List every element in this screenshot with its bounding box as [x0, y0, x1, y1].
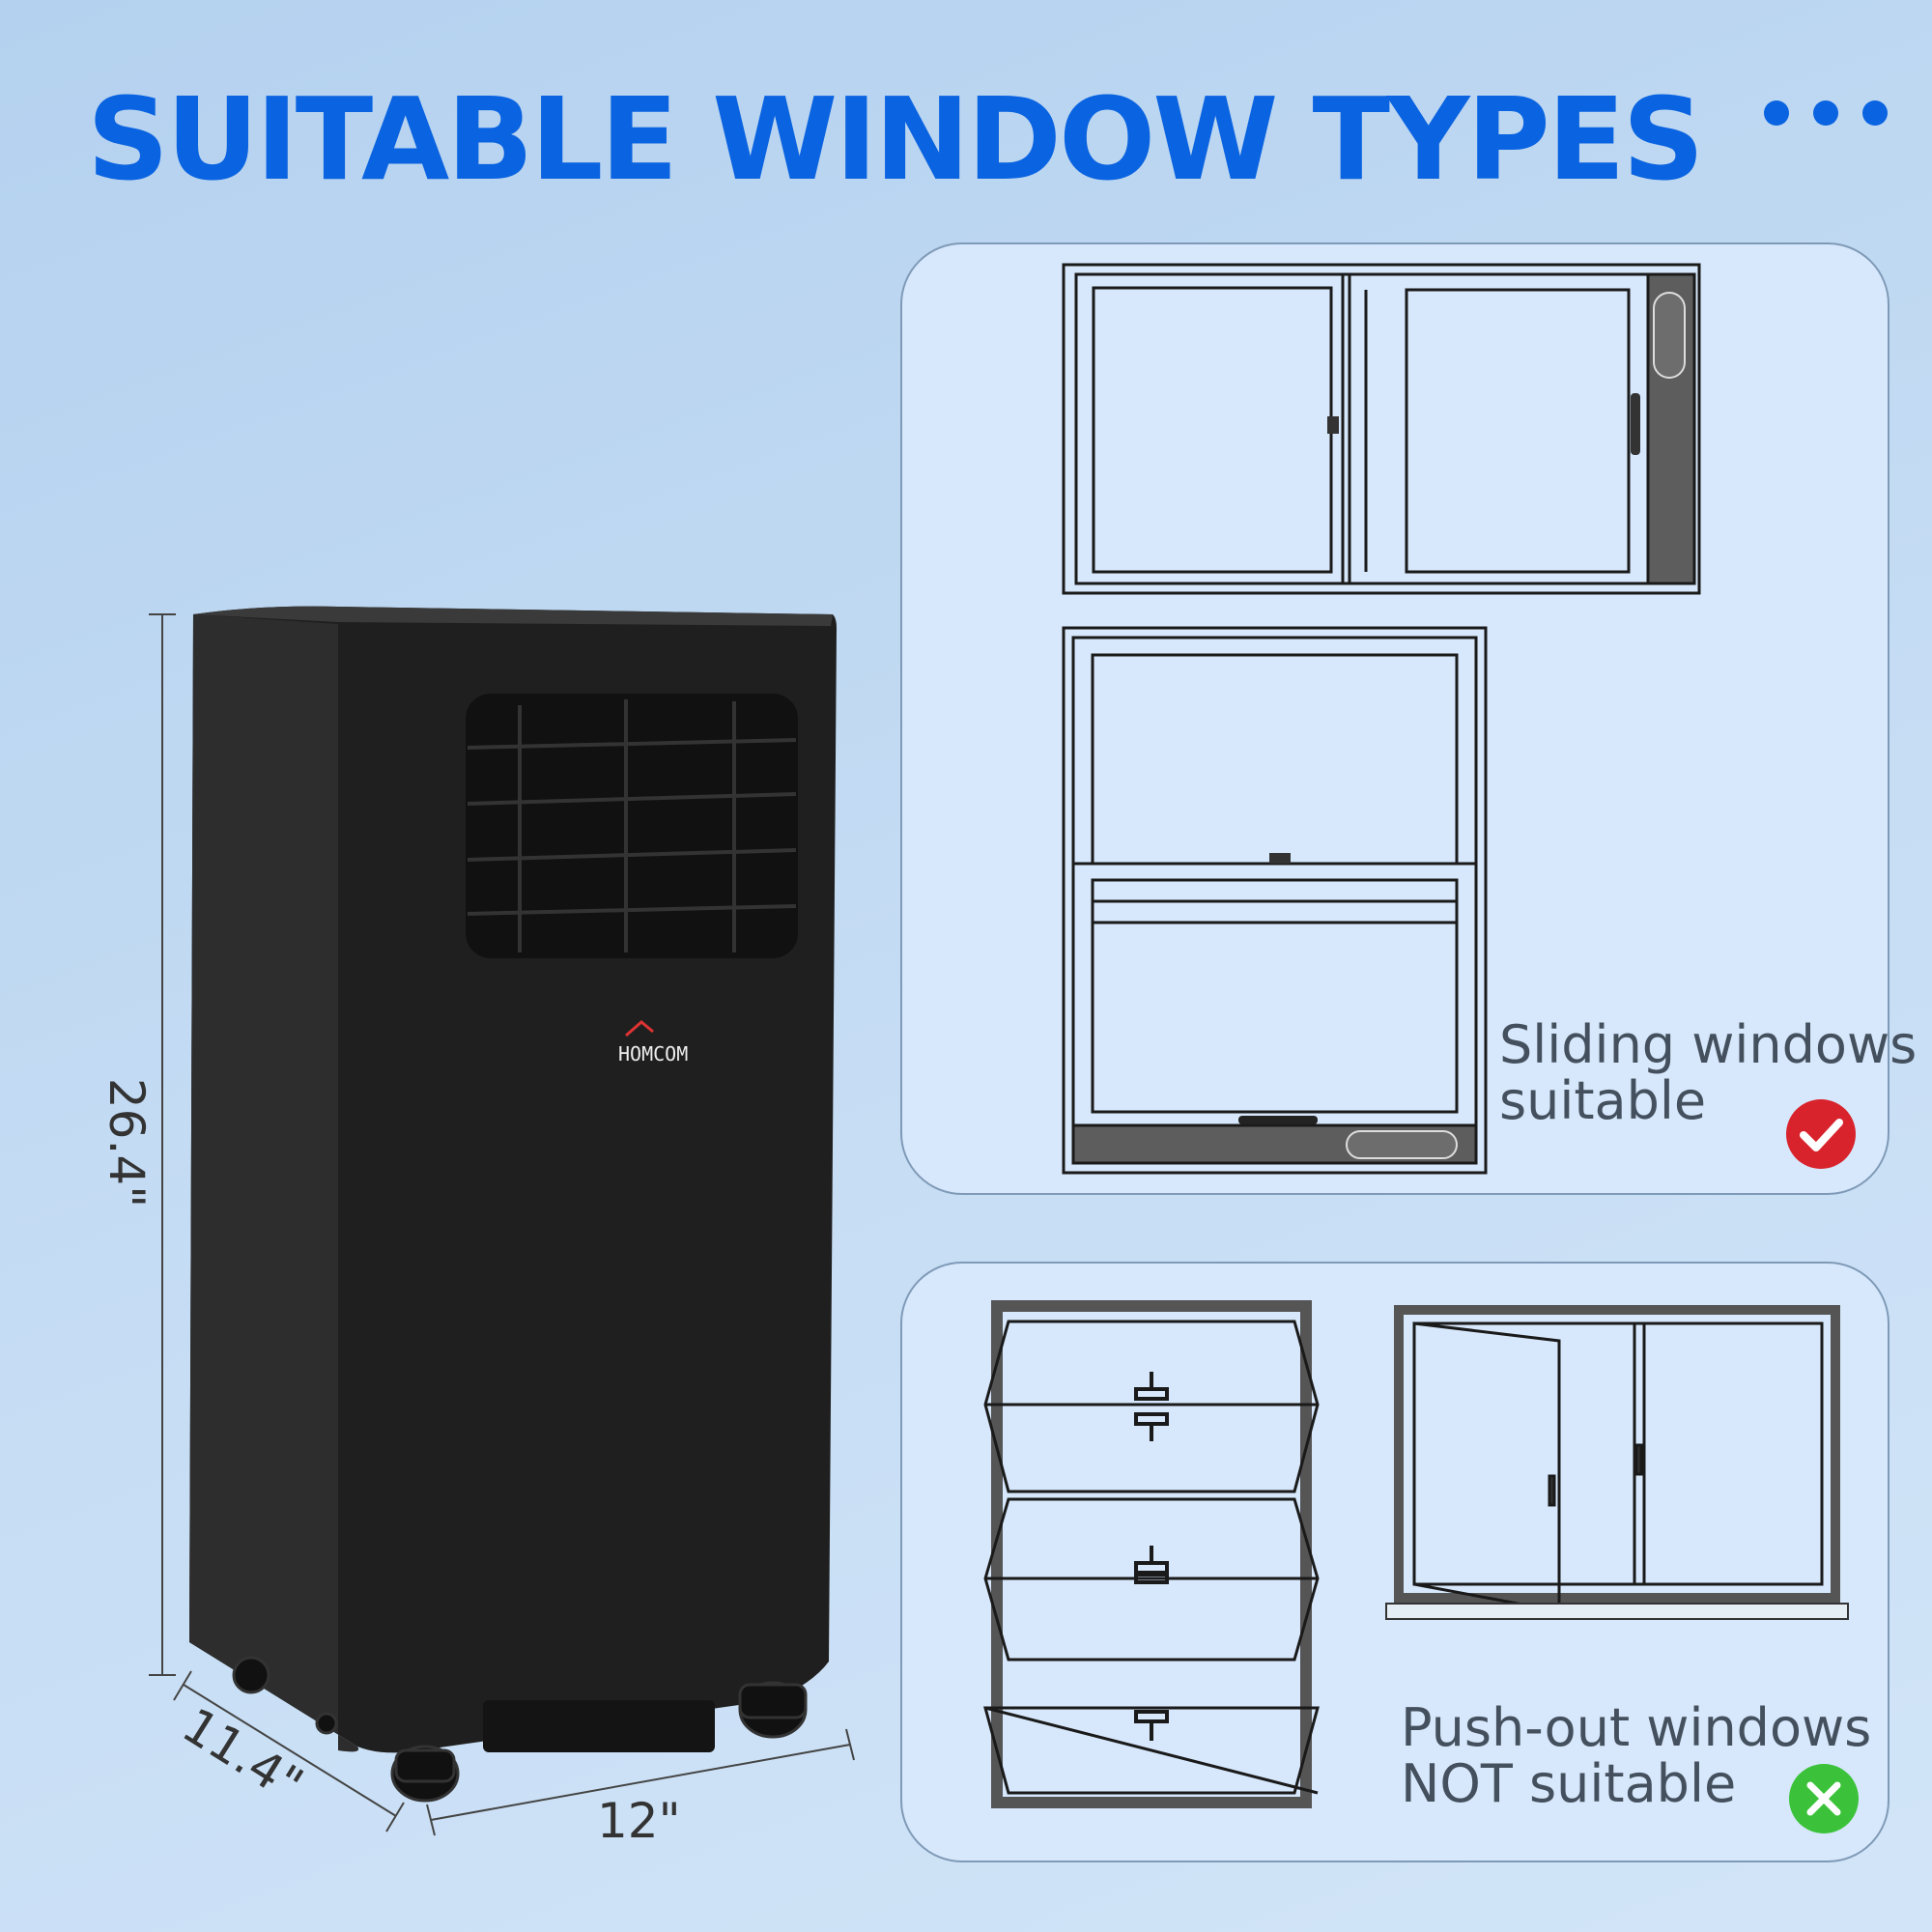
brand-logo [625, 1020, 654, 1037]
push-out-windows-caption-line1: Push-out windows [1401, 1697, 1872, 1758]
sliding-window-illustrations [1062, 263, 1701, 1175]
sliding-windows-panel: Sliding windows suitable [900, 242, 1917, 1195]
brand-logo-text: HOMCOM [618, 1042, 688, 1065]
horizontal-slider-window [1062, 263, 1701, 595]
check-icon [1786, 1099, 1856, 1169]
push-out-window-illustrations [983, 1300, 1849, 1808]
sliding-windows-caption-line1: Sliding windows [1499, 1014, 1918, 1075]
more-dots-icon [1764, 100, 1889, 129]
air-conditioner-illustration: HOMCOM [149, 606, 855, 1836]
sliding-windows-caption-line2: suitable [1499, 1070, 1707, 1131]
width-dimension-line [426, 1728, 855, 1836]
page-title: SUITABLE WINDOW TYPES [87, 72, 1705, 206]
push-out-windows-caption-line2: NOT suitable [1401, 1753, 1737, 1814]
height-dimension-label: 26.4" [99, 1077, 156, 1208]
height-dimension-line [149, 613, 176, 1676]
push-out-windows-panel: Push-out windows NOT suitable [900, 1262, 1889, 1862]
unit-side [189, 614, 359, 1752]
width-dimension-label: 12" [597, 1793, 681, 1849]
air-vent [466, 694, 798, 958]
depth-dimension-line [173, 1670, 405, 1833]
casement-window [1385, 1305, 1849, 1620]
vertical-slider-window [1062, 626, 1488, 1175]
wheels [232, 1656, 808, 1803]
awning-window [983, 1300, 1320, 1808]
close-icon [1789, 1764, 1859, 1833]
